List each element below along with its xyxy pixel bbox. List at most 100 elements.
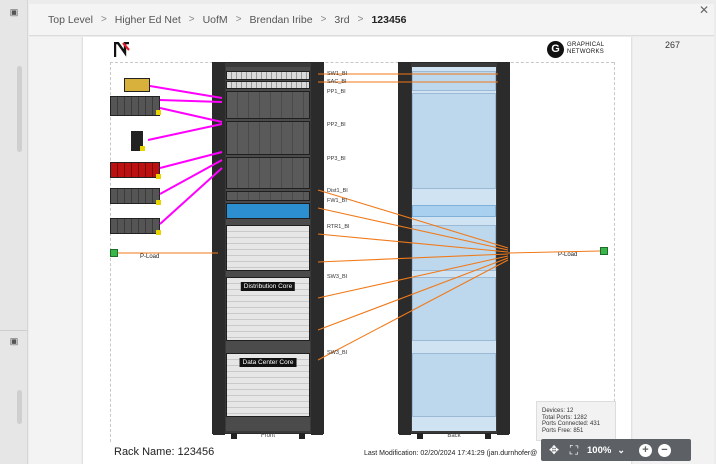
panel-scrollbar[interactable] [17,390,22,424]
move-icon[interactable]: ✥ [548,443,560,457]
breadcrumb-separator: > [100,14,107,25]
port-label: Dist1_BI [327,188,348,194]
port-label: FW1_BI [327,198,347,204]
zoom-level-select[interactable]: 100% ⌄ [587,443,633,457]
right-pane [633,37,714,464]
rack-device-back[interactable] [412,93,496,189]
breadcrumb-item-higher-ed-net[interactable]: Higher Ed Net [114,13,181,26]
rack-device-back[interactable] [412,71,496,91]
panel-toggle-icon[interactable]: ▣ [9,7,19,17]
zoom-in-icon[interactable]: + [639,443,652,457]
rack-device-back-firewall[interactable] [412,205,496,217]
status-flag [140,146,145,151]
breadcrumb-separator: > [320,14,327,25]
frame-guide [110,62,614,63]
small-device-server[interactable] [110,188,160,204]
breadcrumb-separator: > [188,14,195,25]
close-icon[interactable]: ✕ [698,3,710,17]
fit-to-screen-icon[interactable]: ⛶ [569,443,579,457]
rack-name-label: Rack Name: [114,446,175,458]
rack-foot [299,433,305,439]
breadcrumb-item-building[interactable]: Brendan Iribe [249,13,313,26]
graphical-networks-wordmark: GRAPHICAL NETWORKS [567,42,604,56]
zoom-toolbar: ✥ ⛶ 100% ⌄ + − [541,439,691,461]
rack-device-patch-panel[interactable] [226,91,310,119]
rack-device-data-center-core[interactable]: Data Center Core [226,353,310,417]
p-load-node[interactable] [110,249,118,257]
rack-device-switch[interactable] [226,71,310,80]
chevron-down-icon: ⌄ [617,444,625,455]
left-tray [29,37,81,464]
small-device-server[interactable] [110,218,160,234]
p-load-label-left: P-Load [140,254,160,260]
rack-rail [497,63,509,435]
last-modification: Last Modification: 02/20/2024 17:41:29 (… [364,450,538,457]
rack-foot [485,433,491,439]
breadcrumb: Top Level > Higher Ed Net > UofM > Brend… [29,4,714,36]
front-rack[interactable]: Distribution Core Data Center Core [212,62,324,439]
rack-device-switch[interactable] [226,81,310,89]
rack-canvas[interactable] [82,37,632,464]
port-label: PP1_BI [327,89,346,95]
breadcrumb-separator: > [357,14,364,25]
rack-foot [231,433,237,439]
panel-divider [0,330,28,331]
brand-logo-icon [114,42,130,57]
frame-guide [614,62,615,442]
breadcrumb-item-uofm[interactable]: UofM [202,13,228,26]
rack-rail [399,63,411,435]
device-label: Distribution Core [240,282,296,291]
port-label: PP3_BI [327,156,346,162]
small-device-tape-drive[interactable] [124,78,150,92]
rack-rail [311,63,323,435]
rack-stats: Devices: 12 Total Ports: 1282 Ports Conn… [536,401,616,441]
port-label: SW1_BI [327,71,348,77]
rack-device-back[interactable] [412,277,496,341]
page-counter: 267 [665,40,681,50]
port-label: SAC_BI [327,79,347,85]
wordmark-line: GRAPHICAL [567,42,605,48]
back-rack-caption: Back [447,433,461,439]
graphical-networks-logo: G GRAPHICAL NETWORKS [547,41,613,59]
graphical-networks-mark-icon: G [547,41,564,58]
back-rack[interactable] [398,62,510,439]
status-flag [156,200,161,205]
p-load-node[interactable] [600,247,608,255]
breadcrumb-item-current-rack: 123456 [371,13,407,26]
port-label: PP2_BI [327,122,346,128]
rack-name: Rack Name:123456 [114,446,214,458]
rack-device-patch-panel[interactable] [226,157,310,189]
breadcrumb-item-top-level[interactable]: Top Level [48,13,93,26]
rack-rail [213,63,225,435]
front-rack-caption: Front [260,433,275,439]
rack-device-dist[interactable] [226,191,310,201]
rack-device-firewall[interactable] [226,203,310,219]
panel-toggle-icon[interactable]: ▣ [9,336,19,346]
small-device-red-panel[interactable] [110,162,160,178]
device-label: Data Center Core [239,358,297,367]
stat-ports-free: Ports Free: 851 [542,427,584,434]
wordmark-line: NETWORKS [567,49,605,55]
rack-foot [417,433,423,439]
status-flag [156,110,161,115]
breadcrumb-separator: > [235,14,242,25]
status-flag [156,174,161,179]
rack-device-distribution-core[interactable]: Distribution Core [226,277,310,341]
breadcrumb-item-floor[interactable]: 3rd [334,13,350,26]
p-load-label-right: P-Load [558,252,578,258]
rack-name-value: 123456 [177,446,215,458]
rack-device-back[interactable] [412,353,496,417]
stat-ports-connected: Ports Connected: 431 [542,421,601,427]
port-label: RTR1_BI [327,224,350,230]
small-device-server[interactable] [110,96,160,116]
status-flag [156,230,161,235]
rack-device-back[interactable] [412,225,496,271]
stat-total-ports: Total Ports: 1282 [542,414,588,421]
panel-scrollbar[interactable] [17,66,22,152]
zoom-level-value: 100% [587,444,612,456]
rack-device-router[interactable] [226,225,310,271]
port-label: SW3_BI [327,350,348,356]
rack-device-patch-panel[interactable] [226,121,310,155]
zoom-out-icon[interactable]: − [658,443,671,457]
